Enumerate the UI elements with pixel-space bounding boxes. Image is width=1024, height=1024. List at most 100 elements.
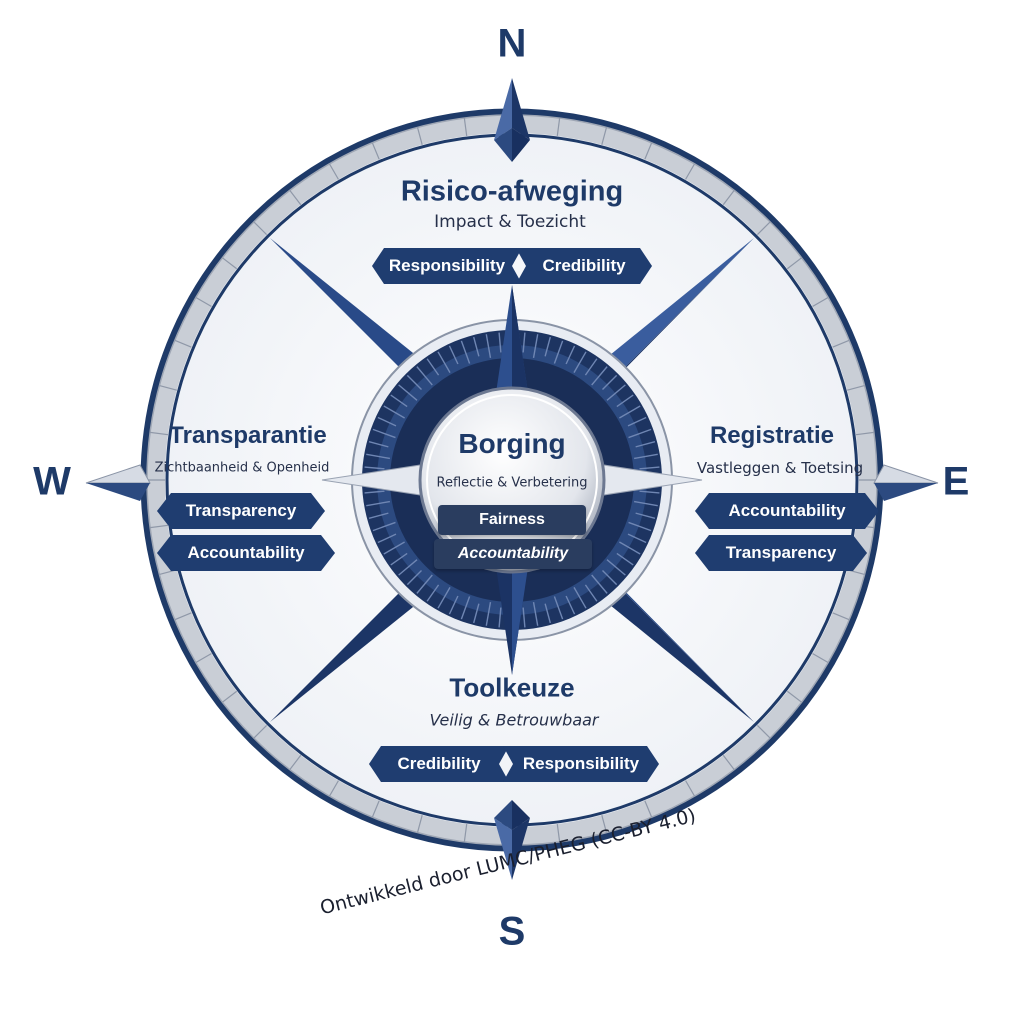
medallion-tick: [460, 596, 471, 620]
east-tag-accountability: Accountability: [695, 493, 879, 529]
medallion-tick: [416, 574, 433, 594]
ring-segment-divider: [416, 127, 423, 145]
cardinal-star-points: [321, 285, 703, 675]
ring-segment-divider: [328, 780, 340, 797]
center-title: Borging: [458, 428, 566, 459]
ring-segment-divider: [328, 163, 340, 180]
medallion-tick: [544, 603, 551, 624]
medallion-tick: [619, 405, 641, 419]
medallion-tick: [553, 340, 564, 364]
medallion-tick: [573, 587, 587, 609]
medallion-tick: [485, 334, 492, 359]
medallion-tick: [398, 559, 418, 576]
center-tag-accountability: Accountability: [434, 539, 592, 569]
medallion-tick: [639, 490, 660, 494]
medallion-tick: [364, 466, 385, 470]
medallion-tick: [635, 512, 656, 519]
medallion-tick: [390, 552, 408, 566]
north-letter: N: [497, 21, 527, 66]
north-title: Risico-afweging: [400, 175, 624, 208]
medallion-tick: [628, 428, 652, 439]
ring-segment-divider: [722, 190, 735, 206]
ring-segment-divider: [174, 339, 192, 348]
medallion-tick: [473, 336, 480, 357]
east-arrow: [873, 464, 939, 501]
ring-segment-divider: [253, 724, 268, 739]
ring-segment-divider: [601, 815, 608, 833]
south-letter: S: [498, 909, 526, 954]
east-letter: E: [942, 459, 970, 504]
ring-segment-divider: [812, 652, 829, 664]
medallion-tick: [448, 595, 459, 615]
medallion-tick: [565, 345, 576, 365]
medallion-tick: [372, 521, 396, 532]
west-arrow: [85, 464, 151, 501]
medallion-tick: [553, 596, 564, 620]
medallion-tick: [473, 603, 480, 624]
ring-segment-divider: [756, 724, 771, 739]
medallion-tick: [591, 574, 608, 594]
medallion-tick: [368, 512, 389, 519]
ring-segment-divider: [289, 754, 302, 770]
west-tag-transparency: Transparency: [157, 493, 325, 529]
medallion-tick: [616, 552, 634, 566]
medallion-tick: [627, 416, 647, 427]
south-tag-responsibility: Responsibility: [503, 746, 659, 782]
south-arrow: [494, 800, 530, 880]
medallion-tick: [635, 441, 656, 448]
medallion-tick: [377, 416, 397, 427]
ring-segment-divider: [371, 142, 380, 160]
ring-segment-divider: [150, 524, 169, 529]
medallion-tick: [377, 533, 397, 544]
ring-segment-divider: [222, 257, 238, 270]
medallion-tick: [372, 428, 396, 439]
medallion-tick: [639, 466, 660, 470]
ring-segment-divider: [159, 384, 177, 391]
medallion-tick: [426, 584, 440, 602]
west-letter: W: [33, 459, 71, 504]
medallion-tick: [532, 334, 539, 359]
center-subtitle: Reflectie & Verbetering: [436, 475, 588, 491]
ring-segment-divider: [289, 190, 302, 206]
ring-segment-divider: [756, 221, 771, 236]
medallion-tick: [628, 521, 652, 532]
medallion-tick: [565, 595, 576, 615]
medallion-tick: [591, 366, 608, 386]
ring-segment-divider: [644, 800, 653, 818]
south-tag-credibility: Credibility: [369, 746, 509, 782]
medallion-tick: [406, 374, 422, 390]
ring-segment-divider: [684, 163, 696, 180]
ring-segment-divider: [174, 612, 192, 621]
north-tag-credibility: Credibility: [516, 248, 652, 284]
medallion-tick: [522, 332, 526, 353]
south-subtitle: Veilig & Betrouwbaar: [429, 710, 599, 730]
medallion-tick: [606, 559, 626, 576]
medallion-tick: [398, 384, 418, 401]
ring-segment-divider: [150, 431, 169, 436]
medallion-tick: [426, 358, 440, 376]
west-tag-accountability: Accountability: [157, 535, 335, 571]
medallion-tick: [532, 601, 539, 626]
medallion-tick: [606, 384, 626, 401]
south-title: Toolkeuze: [449, 672, 575, 703]
medallion-tick: [366, 453, 391, 460]
ring-segment-divider: [847, 384, 865, 391]
ring-segment-divider: [644, 142, 653, 160]
medallion-tick: [368, 441, 389, 448]
medallion-tick: [364, 490, 385, 494]
ring-segment-divider: [195, 652, 212, 664]
ring-segment-divider: [786, 257, 802, 270]
ring-segment-divider: [812, 296, 829, 308]
ring-segment-divider: [253, 221, 268, 236]
medallion-tick: [633, 453, 658, 460]
ring-segment-divider: [222, 690, 238, 703]
medallion-tick: [584, 584, 598, 602]
medallion-tick: [383, 541, 405, 555]
ring-segment-divider: [601, 127, 608, 145]
east-title: Registratie: [709, 422, 835, 449]
medallion-tick: [485, 601, 492, 626]
medallion-tick: [448, 345, 459, 365]
medallion-tick: [416, 366, 433, 386]
